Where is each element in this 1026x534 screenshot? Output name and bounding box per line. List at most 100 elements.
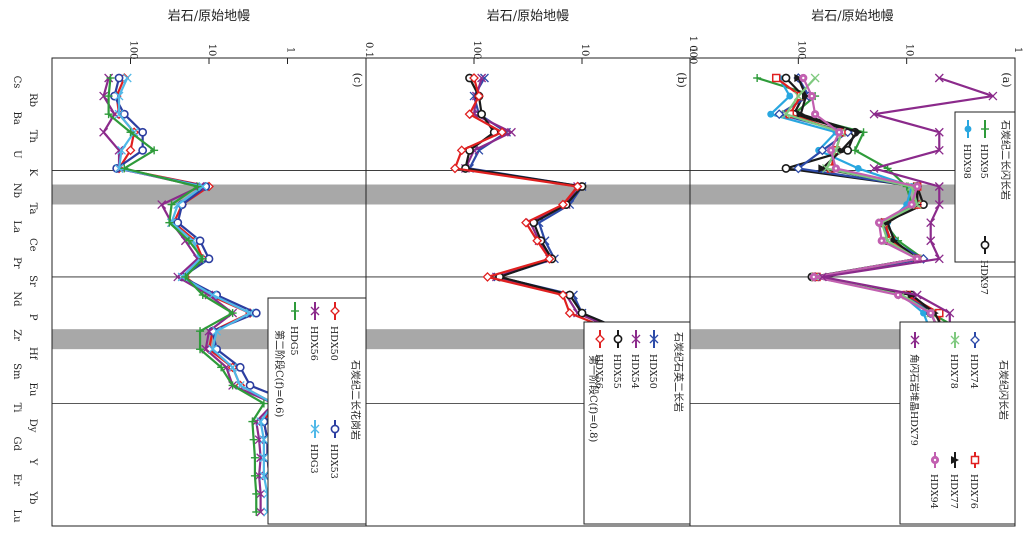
data-point-b [869,163,879,173]
data-point [544,253,555,264]
series-line [115,77,275,512]
series-hdx56 [99,73,279,517]
data-point-b [926,236,936,246]
legend-subtitle: 第二阶段C(f)=0.6) [273,330,286,417]
legend-entry: HDX77 [948,474,959,509]
legend-title: 石炭纪石英二长岩 [672,332,685,412]
data-point [469,73,479,83]
data-point-b [117,145,127,155]
data-point [532,235,543,246]
data-point-c [910,203,913,206]
data-point [138,127,148,137]
data-point-c [812,275,815,279]
legend-entry: HDX94 [928,474,939,509]
axis-label: 岩石/原始地幔 [487,9,569,24]
element-label-gd: Gd [11,436,22,451]
legend-title: 石炭纪二长花岗岩 [349,360,362,440]
tick-label: 1 [687,47,698,53]
legend-marker-b [631,334,641,344]
data-point-b [934,73,944,83]
data-point [195,236,205,246]
element-label-th: Th [27,130,38,144]
legend-entry: HDX55 [611,354,622,389]
legend-box-2 [899,321,1016,525]
panel-label: (b) [675,72,688,88]
element-label-lu: Lu [11,509,22,523]
legend-entry: HDX95 [978,144,989,179]
data-point [774,109,785,120]
data-point [794,74,803,82]
data-point-b [934,200,944,210]
data-point-b [817,272,827,282]
legend-subtitle: 第一阶段C(f)=0.8) [587,355,600,442]
data-point-b [208,344,218,354]
tick-label: 100 [471,40,482,59]
data-point-b [506,127,516,137]
data-point [119,109,129,119]
element-label-yb: Yb [27,490,38,504]
legend-marker-b [310,306,320,316]
data-point [920,309,927,317]
legend-marker [980,240,990,250]
legend-marker-b [649,334,659,344]
legend-marker [951,456,959,464]
element-label-zr: Zr [11,329,22,341]
data-point [456,145,467,156]
tick-label: 1 [1012,47,1023,53]
legend: 石炭纪石英二长岩HDX50HDX54HDX55HDX56第一阶段C(f)=0.8… [583,321,691,525]
element-label-ti: Ti [11,403,22,413]
data-point [564,308,575,319]
data-point-b [114,163,124,173]
element-label-hf: Hf [27,347,38,361]
element-label-la: La [11,220,22,233]
data-point-b [122,73,132,83]
data-point-c [802,76,805,80]
data-point-b [477,73,487,83]
data-point-c [929,311,932,315]
element-label-sr: Sr [27,275,38,287]
legend-entry: HDX56 [308,326,319,361]
element-label-nb: Nb [11,183,22,198]
data-point [245,381,255,390]
data-point-b [945,308,955,318]
panel-c: 0.1110100岩石/原始地幔(c)石炭纪二长花岗岩HDX50HDX53HDX… [51,9,374,527]
panel-label: (c) [351,73,364,88]
data-point [572,181,583,192]
data-point [817,145,828,156]
legend-entry: HDX56 [593,354,604,389]
data-point-b [988,91,998,101]
element-axis-labels: CsRbBaThUKNbTaLaCePrSrNdPZrHfSmEuTiDyGdY… [11,76,38,523]
legend-marker [330,424,340,434]
tick-label: 10 [904,44,915,57]
data-point-b [934,182,944,191]
legend-entry: HDX78 [948,354,959,389]
tick-label: 0.1 [363,42,374,58]
element-label-nd: Nd [11,291,22,307]
data-point-b [212,326,222,336]
legend-marker-b [310,424,320,434]
grey-band-1 [52,184,366,205]
element-label-eu: Eu [27,383,38,397]
panel-b: 110100岩石/原始地幔(b)石炭纪石英二长岩HDX50HDX54HDX55H… [365,9,698,527]
element-label-ce: Ce [27,238,38,252]
data-point [837,146,846,155]
legend-entry: HDX74 [968,354,979,389]
data-point-b [926,218,936,228]
legend-marker-c [933,458,937,462]
data-point-b [934,127,944,137]
data-point [235,362,245,372]
data-point-b [99,127,109,137]
tick-label: 1 000 [687,36,698,65]
element-label-cs: Cs [11,76,22,89]
legend-marker-b [950,335,960,345]
data-point-c [813,112,817,116]
element-label-ta: Ta [27,203,38,215]
panel-frame [689,57,1016,527]
legend-entry: HDX98 [961,144,972,179]
tick-label: 100 [795,40,806,59]
data-point-b [114,145,124,155]
legend-entry: HDG3 [308,444,319,474]
series-hdx50 [111,73,279,517]
data-point-b [173,272,183,282]
